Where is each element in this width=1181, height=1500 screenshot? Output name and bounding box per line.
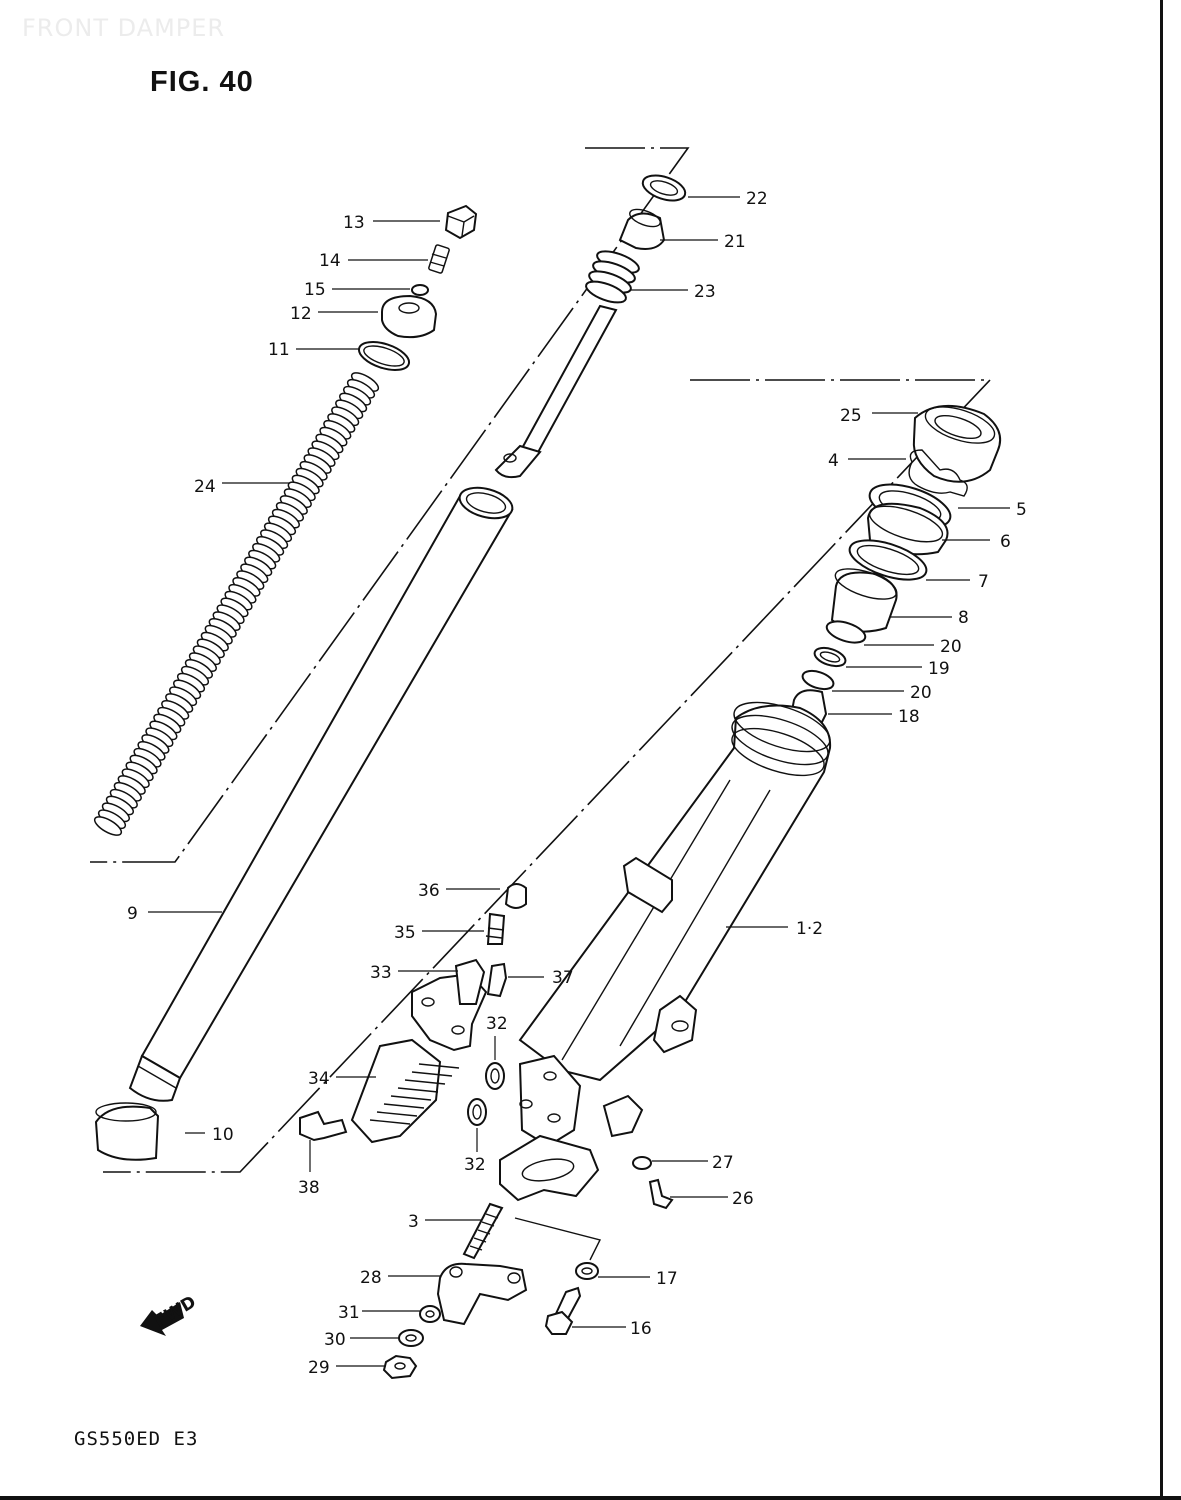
forward-direction-arrow: FWD	[140, 1292, 200, 1336]
drain-washer	[632, 1156, 652, 1170]
callout-19: 19	[928, 659, 950, 679]
bleeder-cap	[504, 883, 527, 909]
callout-15: 15	[304, 280, 326, 300]
leader-lines	[148, 196, 1010, 1367]
callout-38: 38	[298, 1178, 320, 1198]
callout-31: 31	[338, 1303, 360, 1323]
top-cap-plug	[381, 294, 438, 339]
callout-27: 27	[712, 1153, 734, 1173]
callout-9: 9	[127, 904, 138, 924]
caliper-holder-body	[411, 958, 488, 1052]
callout-6: 6	[1000, 532, 1011, 552]
axle-holder-stud	[462, 1202, 504, 1260]
callout-32-upper: 32	[486, 1014, 508, 1034]
rod-piston-ring	[585, 250, 640, 304]
cap-valve	[428, 244, 450, 274]
callout-14: 14	[319, 251, 341, 271]
callout-7: 7	[978, 572, 989, 592]
callout-26: 26	[732, 1189, 754, 1209]
caliper-washer-upper	[485, 1062, 505, 1090]
callout-11: 11	[268, 340, 290, 360]
caliper-holder-screw	[486, 962, 508, 998]
inner-tube	[128, 486, 514, 1102]
callout-18: 18	[898, 707, 920, 727]
callout-25: 25	[840, 406, 862, 426]
slide-bushing	[94, 1102, 160, 1161]
callout-24: 24	[194, 477, 216, 497]
callout-22: 22	[746, 189, 768, 209]
axle-pinch-bolt	[544, 1286, 582, 1335]
section-watermark: FRONT DAMPER	[22, 14, 226, 42]
callout-36: 36	[418, 881, 440, 901]
group-outline-axle-holder	[514, 1217, 602, 1261]
outer-fork-tube	[499, 701, 832, 1202]
axle-holder	[436, 1262, 528, 1326]
cylinder-o-ring	[813, 646, 847, 668]
callout-30: 30	[324, 1330, 346, 1350]
callout-numbers: 13 14 15 12 11 24 9 10 22 21 23 25 4 5 6…	[127, 189, 1027, 1378]
drain-screw	[648, 1178, 674, 1210]
figure-title: FIG. 40	[150, 66, 254, 98]
callout-16: 16	[630, 1319, 652, 1339]
top-cap-bolt	[444, 204, 478, 240]
cover-plate-bolt	[299, 1110, 348, 1142]
axle-holder-nut	[382, 1354, 418, 1380]
callout-20-upper: 20	[940, 637, 962, 657]
axle-holder-washer	[419, 1305, 441, 1323]
callout-35: 35	[394, 923, 416, 943]
cap-o-ring-large	[357, 341, 411, 371]
group-outline-inner-tube	[103, 379, 992, 1173]
fwd-label: FWD	[151, 1292, 200, 1332]
callout-13: 13	[343, 213, 365, 233]
callout-28: 28	[360, 1268, 382, 1288]
callout-1-2: 1·2	[796, 919, 823, 939]
callout-5: 5	[1016, 500, 1027, 520]
callout-4: 4	[828, 451, 839, 471]
page-edge-border	[1160, 0, 1181, 1500]
page-bottom-border	[0, 1496, 1181, 1500]
group-outline-spring	[90, 147, 690, 863]
damper-rod	[494, 304, 618, 479]
callout-17: 17	[656, 1269, 678, 1289]
callout-10: 10	[212, 1125, 234, 1145]
callout-21: 21	[724, 232, 746, 252]
guide-bushing-ring	[848, 539, 928, 581]
callout-32-lower: 32	[464, 1155, 486, 1175]
callout-12: 12	[290, 304, 312, 324]
cylinder-washer-upper	[825, 620, 867, 644]
dust-seal	[912, 404, 1002, 483]
damper-seat-washer	[641, 174, 687, 202]
callout-37: 37	[552, 968, 574, 988]
model-code: GS550ED E3	[74, 1428, 199, 1450]
callout-3: 3	[408, 1212, 419, 1232]
caliper-washer-lower	[467, 1098, 487, 1126]
bleeder-valve	[485, 912, 506, 945]
callout-33: 33	[370, 963, 392, 983]
cylinder-washer-lower	[801, 669, 835, 691]
cap-o-ring-small	[411, 284, 429, 296]
callout-23: 23	[694, 282, 716, 302]
callout-34: 34	[308, 1069, 330, 1089]
oil-seal-stopper-ring	[908, 449, 968, 497]
axle-holder-spring-washer	[398, 1329, 424, 1347]
axle-pinch-washer	[575, 1262, 599, 1280]
fork-spring	[93, 372, 380, 836]
callout-8: 8	[958, 608, 969, 628]
callout-29: 29	[308, 1358, 330, 1378]
caliper-cover-plate	[350, 1038, 460, 1144]
callout-20-lower: 20	[910, 683, 932, 703]
